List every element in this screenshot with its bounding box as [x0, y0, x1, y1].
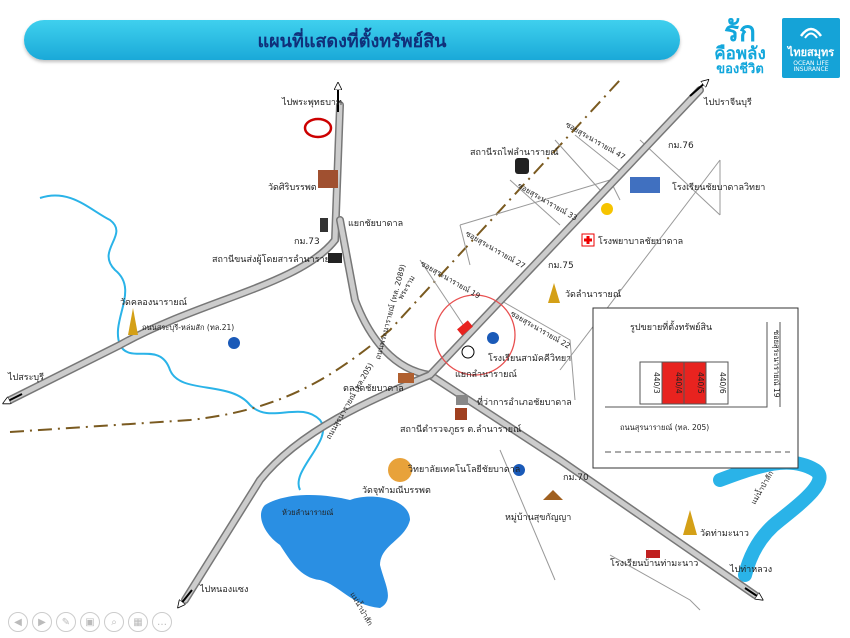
river-left — [39, 194, 324, 491]
shell-icon — [601, 203, 613, 215]
slogan-line-1: รัก — [724, 15, 756, 48]
inset-lot-label: 440/6 — [718, 372, 727, 394]
label-police: สถานีขนส่งผู้โดยสารลำนารายณ์ — [212, 253, 338, 265]
ptt-icon-2 — [513, 464, 525, 476]
label-wat-chulamanee: วัดจุฬามณีบรรพต — [362, 485, 431, 496]
district-office-icon — [456, 395, 468, 405]
arrow-west-icon — [6, 393, 23, 402]
inset-title: รูปขยายที่ตั้งทรัพย์สิน — [630, 320, 712, 333]
next-icon[interactable]: ▶ — [32, 612, 52, 632]
label-village: หมู่บ้านสุขกัญญา — [505, 512, 571, 523]
more-icon[interactable]: … — [152, 612, 172, 632]
arrow-southeast-icon — [744, 587, 760, 598]
label-km73: กม.73 — [294, 237, 320, 247]
stupa-icon-2 — [548, 283, 560, 303]
inset-lot-label: 440/4 — [674, 372, 683, 394]
ptt-icon — [228, 337, 240, 349]
traffic-light-icon — [320, 218, 328, 232]
label-school-thamnao: โรงเรียนบ้านท่ามะนาว — [610, 558, 698, 569]
arrow-northeast-icon — [689, 82, 706, 97]
village-icon — [543, 490, 563, 500]
label-km75: กม.75 — [548, 261, 574, 271]
zoom-icon[interactable]: ⌕ — [104, 612, 124, 632]
arrow-southwest-icon — [180, 589, 193, 605]
label-to-prachinburi: ไปปราจีนบุรี — [703, 97, 752, 108]
grid-icon[interactable]: ▦ — [128, 612, 148, 632]
logo-mark-icon — [799, 27, 823, 39]
label-km76: กม.76 — [668, 141, 694, 151]
inset-main-road: ถนนสุรนารายณ์ (ทล. 205) — [620, 423, 709, 432]
train-icon — [515, 158, 529, 174]
inset-lot-label: 440/5 — [696, 372, 705, 394]
label-lake: ห้วยลำนารายณ์ — [282, 508, 333, 517]
school-icon — [630, 177, 660, 193]
bus-icon — [328, 253, 342, 263]
landmark-icons — [128, 117, 697, 558]
label-soi47: ซอยสุระนารายณ์ 47 — [564, 120, 627, 162]
slides-icon[interactable]: ▣ — [80, 612, 100, 632]
label-soi22: ซอยสุระนารายณ์ 22 — [509, 309, 572, 351]
label-market: ตลาดชัยบาดาล — [343, 384, 404, 394]
label-wat-lamnarai: วัดลำนารายณ์ — [565, 288, 621, 300]
property-highlight-circle — [434, 294, 516, 376]
logo-line-2: INSURANCE — [793, 66, 829, 74]
lake — [260, 495, 410, 608]
title-bar: แผนที่แสดงที่ตั้งทรัพย์สิน — [24, 20, 680, 60]
label-to-thaluang: ไปท่าหลวง — [729, 564, 772, 575]
slogan-line-2: คือพลัง — [714, 44, 766, 64]
prev-icon[interactable]: ◀ — [8, 612, 28, 632]
label-to-ban-mo: ไปหนองแซง — [199, 584, 248, 595]
inset-lot — [705, 361, 729, 405]
stupa-icon-3 — [683, 510, 697, 535]
label-wat-thamnao: วัดท่ามะนาว — [700, 529, 749, 539]
label-district-office: ที่ว่าการอำเภอชัยบาดาล — [477, 395, 572, 408]
main-roads — [6, 86, 759, 604]
stupa-icon — [128, 308, 138, 335]
police-station-icon — [455, 408, 467, 420]
label-km70: กม.70 — [563, 473, 589, 483]
property-marker-icon — [457, 320, 473, 336]
label-yaek-chaibadan: แยกชัยบาดาล — [348, 219, 403, 229]
hospital-cross-icon — [584, 236, 592, 244]
temple-icon — [318, 170, 338, 188]
inset-lots: 440/3 440/4 440/5 440/6 — [639, 361, 729, 405]
buddha-icon — [388, 458, 412, 482]
label-soi33: ซอยสุระนารายณ์ 33 — [516, 181, 579, 223]
map-title: แผนที่แสดงที่ตั้งทรัพย์สิน — [257, 30, 447, 52]
label-wat-khao: วัดคลองนารายณ์ — [120, 296, 187, 308]
label-hospital: โรงพยาบาลชัยบาดาล — [598, 236, 683, 247]
market-icon — [398, 373, 414, 383]
slide-nav: ◀▶✎▣⌕▦… — [8, 612, 172, 632]
company-logo: ไทยสมุทร OCEAN LIFE INSURANCE — [782, 18, 840, 78]
label-to-prabuddhabat: ไปพระพุทธบาท — [281, 97, 342, 108]
label-to-saraburi: ไปสระบุรี — [7, 372, 44, 383]
inset-lot-label: 440/3 — [652, 372, 661, 394]
pen-icon[interactable]: ✎ — [56, 612, 76, 632]
logo-line-1: OCEAN LIFE — [793, 60, 829, 67]
label-soi27: ซอยสุระนารายณ์ 27 — [464, 229, 527, 271]
info-icon — [461, 345, 475, 359]
school-icon-2 — [646, 550, 660, 558]
inset-side-road: ซอยสุระนารายณ์ 19 — [772, 330, 781, 398]
slogan-line-3: ของชีวิต — [716, 62, 764, 77]
label-road-phahon: ถนนสระบุรี-หล่มสัก (ทล.21) — [142, 323, 234, 332]
label-school-sanuan: โรงเรียนสามัคคีวิทยา — [488, 353, 571, 364]
label-school-chaibadan: โรงเรียนชัยบาดาลวิทยา — [672, 182, 765, 193]
label-road-sainat: ถนนพระนารายณ์ (ทล. 2089) — [373, 263, 407, 360]
inset-panel: รูปขยายที่ตั้งทรัพย์สิน ซอยสุระนารายณ์ 1… — [592, 307, 799, 469]
fuel-icon — [487, 332, 499, 344]
label-wat-phrabat: วัดศิริบรรพต — [268, 182, 317, 193]
slogan: รัก คือพลัง ของชีวิต — [700, 15, 780, 77]
label-yaek-lamnarai: แยกลำนารายณ์ — [455, 368, 517, 380]
label-train: สถานีรถไฟลำนารายณ์ — [470, 146, 559, 158]
direction-arrows — [6, 82, 760, 605]
logo-name: ไทยสมุทร — [787, 46, 835, 59]
label-soi19: ซอยสุระนารายณ์ 19 — [419, 259, 482, 301]
label-college: วิทยาลัยเทคโนโลยีชัยบาดาล — [408, 464, 520, 475]
toyota-icon — [303, 117, 333, 139]
label-police-station: สถานีตำรวจภูธร ต.ลำนารายณ์ — [400, 423, 521, 435]
